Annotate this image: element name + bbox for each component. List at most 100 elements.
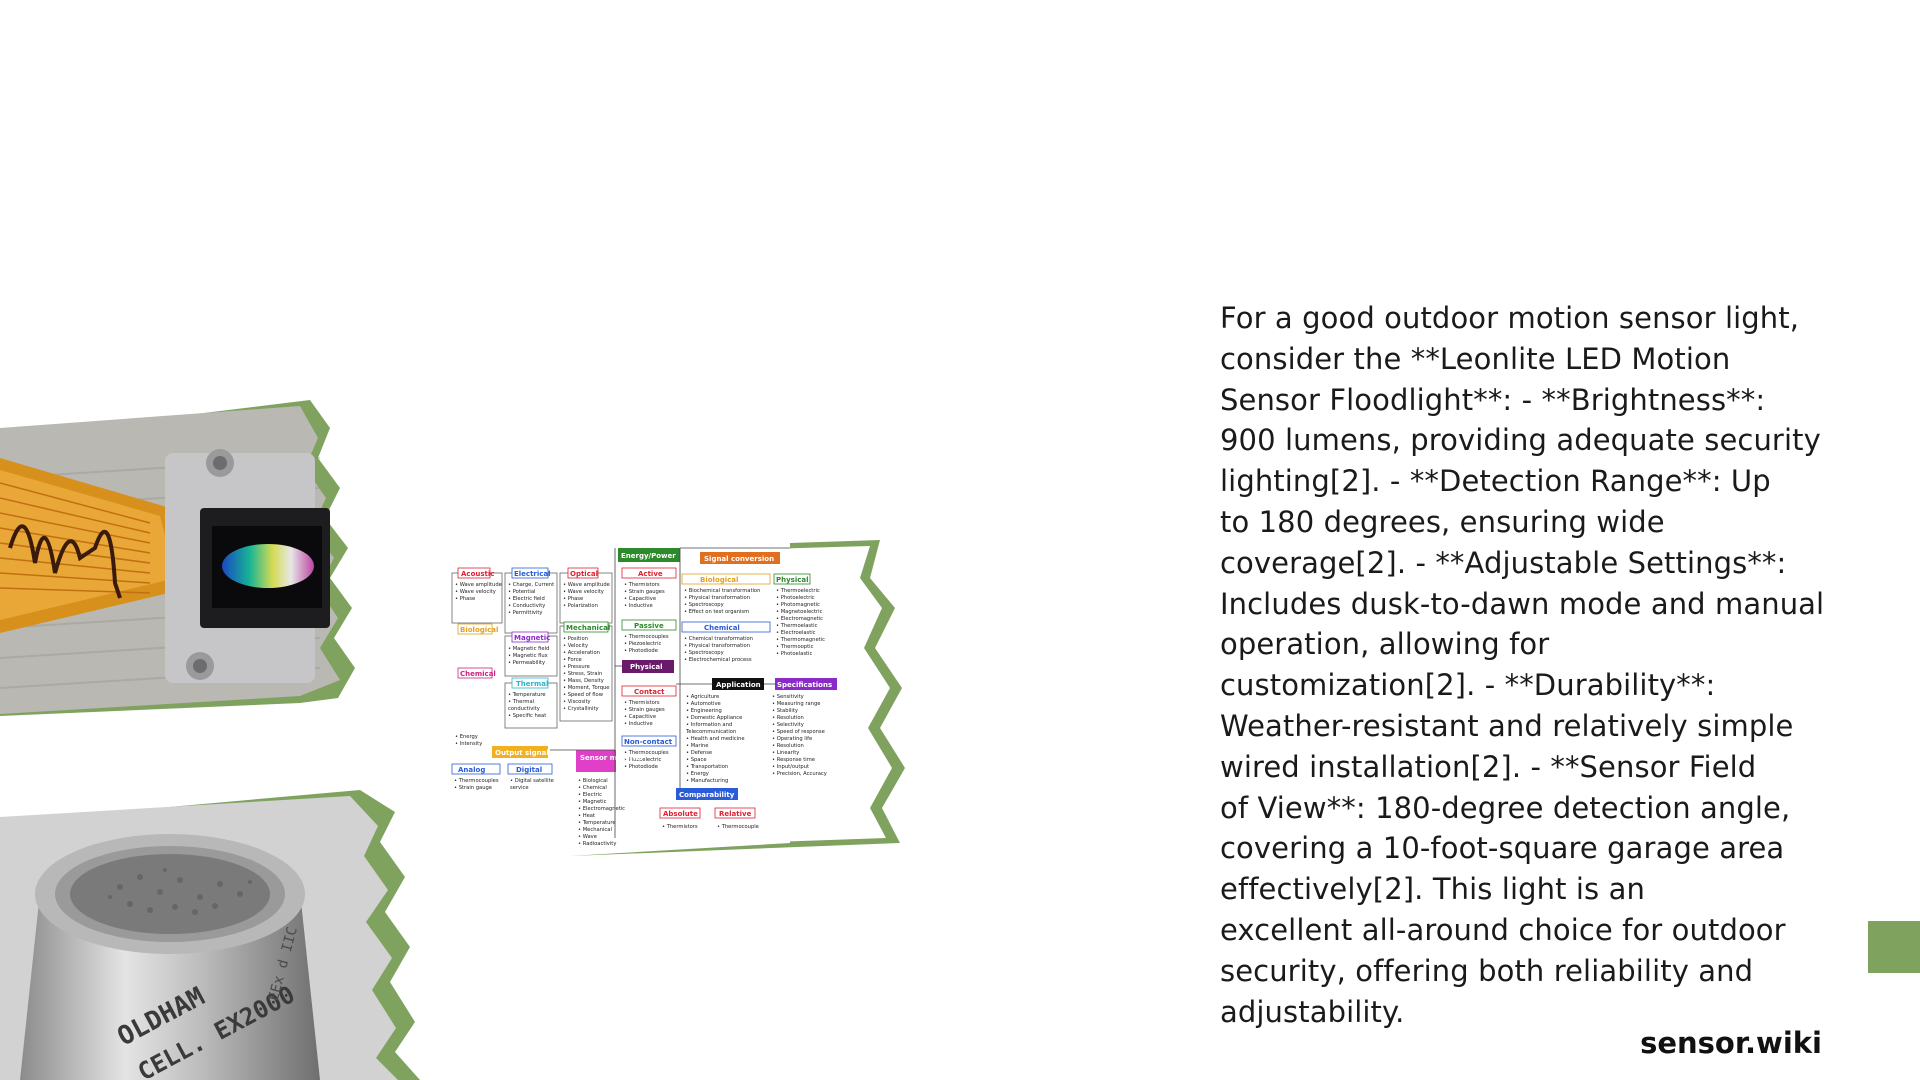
svg-text:• Engineering: • Engineering (686, 708, 722, 714)
svg-text:• Piezoelectric: • Piezoelectric (624, 757, 662, 763)
svg-text:• Capacitive: • Capacitive (624, 714, 656, 720)
svg-text:• Automotive: • Automotive (686, 701, 721, 707)
article-line: For a good outdoor motion sensor light, (1220, 301, 1800, 335)
svg-text:Passive: Passive (634, 622, 664, 630)
article-line: coverage[2]. - **Adjustable Settings**: (1220, 545, 1787, 580)
svg-text:• Wave: • Wave (578, 834, 597, 840)
svg-text:• Radioactivity: • Radioactivity (578, 841, 616, 847)
svg-text:Specifications: Specifications (777, 681, 832, 689)
svg-text:• Physical transformation: • Physical transformation (684, 595, 750, 601)
svg-text:• Thermistors: • Thermistors (662, 824, 698, 830)
article-line: 900 lumens, providing adequate security (1220, 423, 1821, 458)
svg-text:• Thermocouple: • Thermocouple (717, 824, 759, 830)
svg-text:• Thermoelastic: • Thermoelastic (776, 623, 818, 629)
svg-text:• Thermocouples: • Thermocouples (624, 750, 669, 756)
svg-text:• Position: • Position (563, 636, 588, 642)
svg-text:• Piezoelectric: • Piezoelectric (624, 641, 662, 647)
article-line: security, offering both reliability and (1220, 953, 1754, 988)
article-text: For a good outdoor motion sensor light, … (1220, 298, 1840, 1032)
svg-text:• Physical transformation: • Physical transformation (684, 643, 750, 649)
article-line: adjustability. (1220, 994, 1405, 1029)
svg-text:• Viscosity: • Viscosity (563, 699, 591, 705)
camera-sensor-photo (0, 400, 355, 716)
svg-text:• Specific heat: • Specific heat (508, 713, 546, 719)
svg-text:conductivity: conductivity (508, 706, 540, 712)
svg-text:• Wave amplitude: • Wave amplitude (563, 582, 610, 588)
svg-text:• Permittivity: • Permittivity (508, 610, 543, 616)
svg-text:• Stress, Strain: • Stress, Strain (563, 671, 602, 677)
article-line: customization[2]. - **Durability**: (1220, 668, 1716, 703)
svg-text:• Phase: • Phase (455, 596, 475, 602)
svg-text:• Mass, Density: • Mass, Density (563, 678, 604, 684)
svg-text:Physical: Physical (776, 576, 809, 584)
article-line: wired installation[2]. - **Sensor Field (1220, 749, 1757, 784)
svg-text:• Velocity: • Velocity (563, 643, 588, 649)
svg-text:• Capacitive: • Capacitive (624, 596, 656, 602)
svg-text:• Electric: • Electric (578, 792, 602, 798)
svg-text:• Thermoelectric: • Thermoelectric (776, 588, 820, 594)
svg-text:Absolute: Absolute (663, 810, 698, 818)
svg-text:• Transportation: • Transportation (686, 764, 728, 770)
svg-text:• Thermistors: • Thermistors (624, 582, 660, 588)
svg-text:Analog: Analog (458, 766, 485, 774)
brand-watermark: sensor.wiki (1640, 1026, 1822, 1060)
svg-text:Chemical: Chemical (460, 670, 496, 678)
svg-text:• Thermistors: • Thermistors (624, 700, 660, 706)
article-line: lighting[2]. - **Detection Range**: Up (1220, 464, 1771, 499)
svg-text:• Marine: • Marine (686, 743, 708, 749)
svg-text:• Thermal: • Thermal (508, 699, 534, 705)
svg-text:• Wave velocity: • Wave velocity (455, 589, 496, 595)
svg-text:Biological: Biological (460, 626, 498, 634)
svg-text:Output signal: Output signal (495, 749, 549, 757)
accent-block (1868, 921, 1920, 973)
svg-text:Relative: Relative (719, 810, 752, 818)
svg-text:• Speed of flow: • Speed of flow (563, 692, 604, 698)
svg-text:• Polarization: • Polarization (563, 603, 598, 609)
article-line: Weather-resistant and relatively simple (1220, 708, 1794, 743)
svg-text:• Response time: • Response time (772, 757, 815, 763)
article-line: Sensor Floodlight**: - **Brightness**: (1220, 382, 1766, 417)
svg-text:• Spectroscopy: • Spectroscopy (684, 650, 724, 656)
svg-text:• Biochemical transformation: • Biochemical transformation (684, 588, 760, 594)
svg-text:• Phase: • Phase (563, 596, 583, 602)
svg-text:• Acceleration: • Acceleration (563, 650, 600, 656)
article-line: of View**: 180-degree detection angle, (1220, 790, 1791, 825)
gas-sensor-photo: OLDHAM CELL. EX2000 EEx d IIC (0, 790, 420, 1080)
svg-text:• Crystallinity: • Crystallinity (563, 706, 599, 712)
flex-traces (0, 482, 151, 594)
svg-text:• Strain gauge: • Strain gauge (454, 785, 492, 791)
article-line: Includes dusk-to-dawn mode and manual (1220, 586, 1825, 621)
svg-text:Telecommunication: Telecommunication (685, 729, 736, 735)
svg-text:• Strain gauges: • Strain gauges (624, 589, 665, 595)
svg-text:• Heat: • Heat (578, 813, 595, 819)
svg-text:• Input/output: • Input/output (772, 764, 809, 770)
svg-text:• Electromagnetic: • Electromagnetic (776, 616, 823, 622)
svg-text:• Spectroscopy: • Spectroscopy (684, 602, 724, 608)
svg-text:• Manufacturing: • Manufacturing (686, 778, 728, 784)
sintered-mesh (70, 854, 270, 934)
svg-text:• Defense: • Defense (686, 750, 712, 756)
svg-text:• Permeability: • Permeability (508, 660, 545, 666)
marker-scribble (8, 524, 122, 599)
svg-text:Magnetic: Magnetic (514, 634, 550, 642)
svg-text:Chemical: Chemical (704, 624, 740, 632)
svg-text:• Thermocouples: • Thermocouples (624, 634, 669, 640)
article-line: effectively[2]. This light is an (1220, 872, 1645, 907)
svg-text:• Electrochemical process: • Electrochemical process (684, 657, 752, 663)
svg-text:• Sensitivity: • Sensitivity (772, 694, 804, 700)
svg-text:Sensor material: Sensor material (580, 754, 643, 762)
svg-text:• Energy: • Energy (455, 734, 478, 740)
svg-text:• Information and: • Information and (686, 722, 732, 728)
svg-text:• Photoelectric: • Photoelectric (776, 595, 815, 601)
mesh-texture (108, 868, 252, 915)
svg-text:• Thermooptic: • Thermooptic (776, 644, 814, 650)
svg-text:• Mechanical: • Mechanical (578, 827, 612, 833)
article-line: excellent all-around choice for outdoor (1220, 912, 1786, 947)
svg-text:• Strain gauges: • Strain gauges (624, 707, 665, 713)
svg-text:Comparability: Comparability (679, 791, 735, 799)
svg-text:Physical: Physical (630, 663, 663, 671)
svg-text:• Precision, Accuracy: • Precision, Accuracy (772, 771, 827, 777)
svg-text:• Effect on test organism: • Effect on test organism (684, 609, 749, 615)
svg-text:• Thermocouples: • Thermocouples (454, 778, 499, 784)
svg-text:• Moment, Torque: • Moment, Torque (563, 685, 610, 691)
